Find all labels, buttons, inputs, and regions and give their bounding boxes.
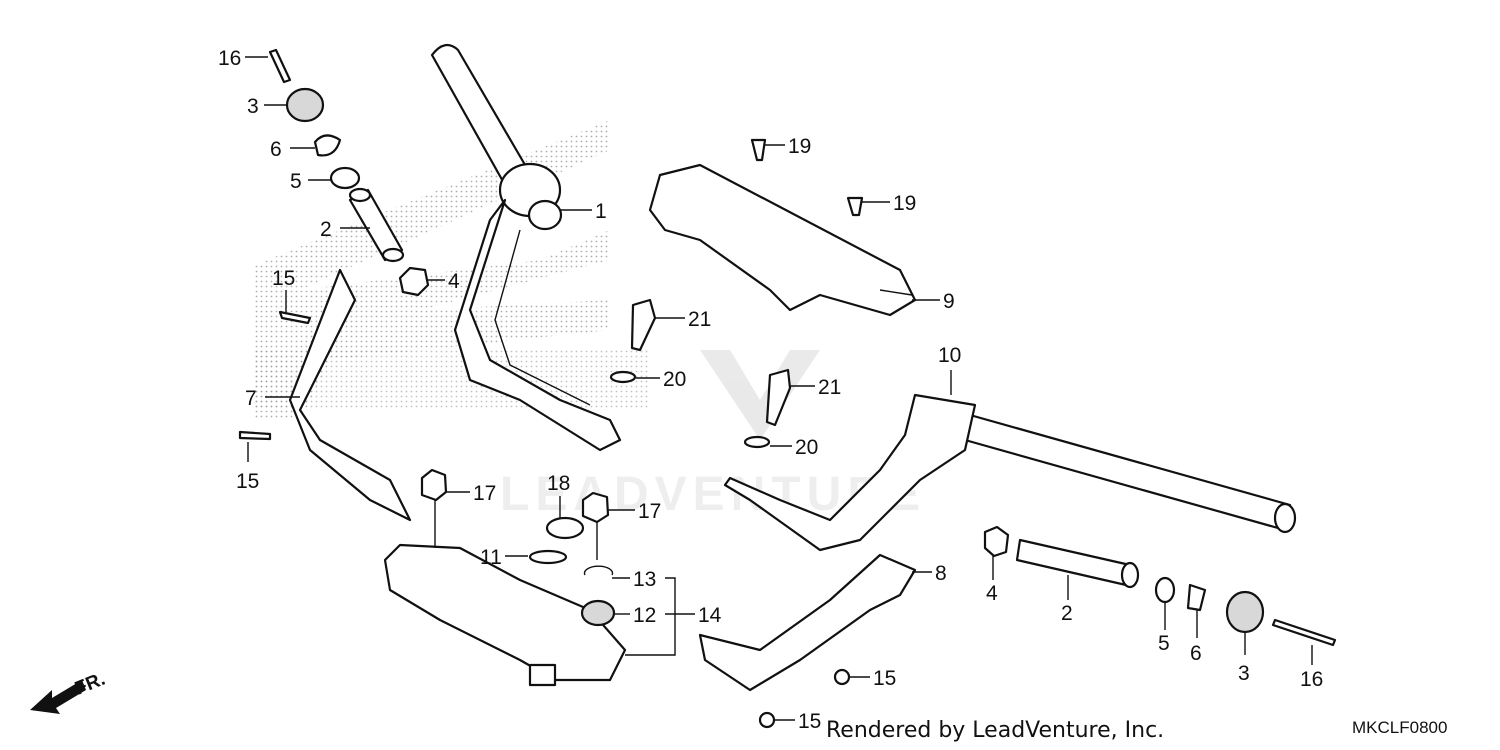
callout-19-lower: 19 (893, 192, 916, 215)
top-bridge-part (383, 543, 627, 687)
rendered-by-credit: Rendered by LeadVenture, Inc. (826, 718, 1165, 743)
screw-15-a-part (278, 310, 312, 325)
weight-pipe-left-part (348, 187, 405, 263)
callout-20-upper: 20 (663, 368, 686, 391)
screw-15-c-part (833, 668, 851, 686)
nut-17-left-part (420, 468, 448, 502)
callout-4-left: 4 (448, 270, 460, 293)
callout-labels: 16 3 6 5 2 4 1 19 19 9 21 20 10 21 20 15… (218, 47, 1323, 733)
screw-15-d-part (758, 711, 776, 729)
left-cover-part (288, 268, 412, 522)
right-cover-part (698, 553, 917, 692)
callout-1: 1 (595, 200, 607, 223)
callout-5-right: 5 (1158, 632, 1170, 655)
bar-end-weight-right-part (1225, 590, 1265, 634)
handlebar-upper-cover-part (648, 163, 917, 317)
nut-left-part (398, 266, 430, 297)
callout-15-a: 15 (272, 267, 295, 290)
rubber-ring-right-part (1154, 576, 1176, 604)
callout-4-right: 4 (986, 582, 998, 605)
callout-6-left: 6 (270, 138, 282, 161)
callout-12: 12 (633, 604, 656, 627)
callout-21-lower: 21 (818, 376, 841, 399)
clip-right-part (1186, 583, 1207, 612)
front-marker-label: FR. (72, 669, 108, 700)
rubber-ring-left-part (329, 166, 361, 190)
callout-8: 8 (935, 562, 947, 585)
screw-right-part (1271, 618, 1337, 647)
callout-17-left: 17 (473, 482, 496, 505)
callout-13: 13 (633, 568, 656, 591)
diagram-code: MKCLF0800 (1352, 718, 1448, 737)
callout-2-right: 2 (1061, 602, 1073, 625)
front-direction-marker: FR. (30, 669, 108, 714)
callout-9: 9 (943, 290, 955, 313)
screw-19-upper-part (750, 138, 767, 162)
bar-end-weight-left-part (285, 87, 325, 123)
nut-18-part (545, 516, 585, 540)
nut-17-right-part (581, 491, 610, 524)
callout-5-left: 5 (290, 170, 302, 193)
callout-3-left: 3 (247, 95, 259, 118)
callout-7: 7 (245, 387, 257, 410)
snap-ring-13-part (583, 565, 614, 576)
bolt-21-lower-part (765, 368, 792, 427)
callout-2-left: 2 (320, 218, 332, 241)
screw-left-part (268, 48, 292, 84)
left-handlebar-part (430, 43, 622, 452)
screw-19-lower-part (846, 196, 864, 217)
o-ring-11-part (528, 549, 568, 565)
clip-left-part (313, 134, 342, 157)
callout-16-left: 16 (218, 47, 241, 70)
bolt-21-upper-part (630, 298, 657, 352)
callout-14: 14 (698, 604, 722, 627)
callout-16-right: 16 (1300, 668, 1323, 691)
callout-19-upper: 19 (788, 135, 811, 158)
callout-15-b: 15 (236, 470, 259, 493)
right-handlebar-part (723, 393, 1297, 552)
callout-11: 11 (480, 546, 502, 569)
bearing-12-part (580, 599, 616, 627)
screw-15-b-part (238, 430, 272, 441)
callout-21-upper: 21 (688, 308, 711, 331)
callout-20-lower: 20 (795, 436, 818, 459)
callout-17-right: 17 (638, 500, 661, 523)
callout-18: 18 (547, 472, 570, 495)
callout-15-d: 15 (798, 710, 821, 733)
weight-pipe-right-part (1015, 538, 1140, 589)
washer-20-upper-part (609, 370, 637, 384)
nut-right-part (983, 525, 1010, 558)
callout-3-right: 3 (1238, 662, 1250, 685)
callout-10: 10 (938, 344, 961, 367)
callout-6-right: 6 (1190, 642, 1202, 665)
washer-20-lower-part (743, 435, 771, 449)
callout-15-c: 15 (873, 667, 896, 690)
